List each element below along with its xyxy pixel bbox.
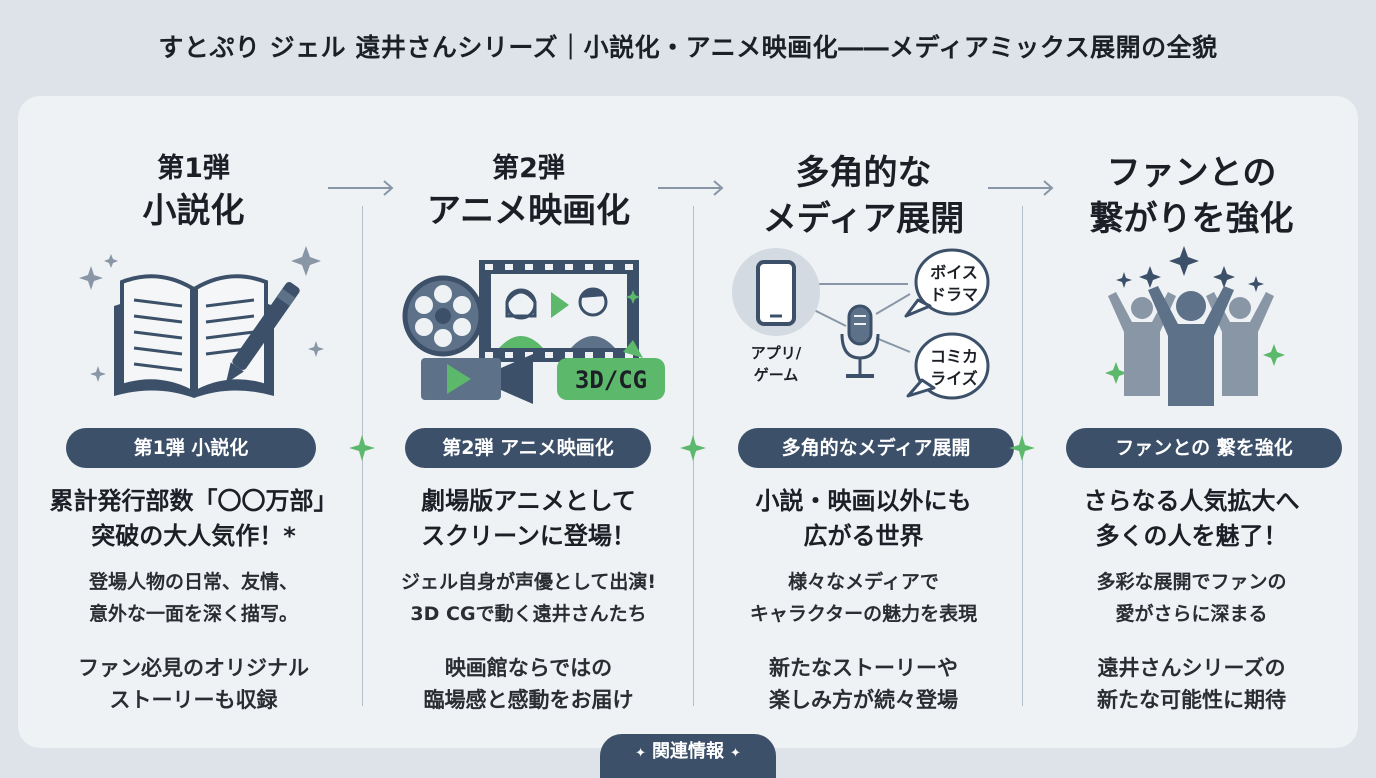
label-line-1: コミカ	[930, 347, 978, 366]
content-panel: 第1弾 小説化	[18, 96, 1358, 748]
voice-drama-label: ボイスドラマ	[930, 263, 978, 304]
column-headline: 累計発行部数「〇〇万部」突破の大人気作！*	[49, 487, 338, 550]
arrow-right-icon	[328, 180, 394, 196]
column-description: ジェル自身が声優として出演!3D CGで動く遠井さんたち	[400, 571, 657, 625]
play-icon	[447, 364, 471, 394]
related-info-tab[interactable]: ✦ 関連情報 ✦	[600, 734, 776, 778]
column-main-heading: 小説化	[142, 191, 245, 231]
column-main-heading: アニメ映画化	[426, 191, 631, 231]
column-headline: さらなる人気拡大へ多くの人を魅了！	[1083, 487, 1300, 550]
column-heading: 多角的な メディア展開	[696, 150, 1031, 242]
column-note: ファン必見のオリジナルストーリーも収録	[78, 656, 309, 712]
column-heading: ファンとの 繋がりを強化	[1024, 150, 1359, 242]
column-description: 様々なメディアでキャラクターの魅力を表現	[749, 571, 978, 625]
column-heading: 第2弾 アニメ映画化	[361, 150, 696, 234]
step-pill: 第1弾 小説化	[66, 428, 316, 468]
label-line-2: ライズ	[930, 369, 978, 388]
sparkle-icon	[349, 435, 375, 461]
film-reel-icon: 3D/CG	[402, 260, 665, 404]
sparkle-icon	[1009, 435, 1035, 461]
column-note: 遠井さんシリーズの新たな可能性に期待	[1097, 656, 1286, 712]
column-novel: 第1弾 小説化	[26, 96, 361, 748]
step-pill: 多角的なメディア展開	[738, 428, 1014, 468]
step-pill: ファンとの 繋を強化	[1066, 428, 1342, 468]
comicalize-label: コミカライズ	[930, 347, 978, 388]
media-network-icon: アプリ/ゲーム ボイスドラマ コミカライズ	[732, 248, 990, 400]
column-media-mix: 多角的な メディア展開 アプリ/ゲーム	[696, 96, 1031, 748]
pen-icon	[225, 282, 300, 384]
crowd-cheering-icon	[1105, 246, 1285, 406]
column-subheading: 第1弾	[157, 153, 230, 184]
column-headline: 小説・映画以外にも広がる世界	[755, 487, 972, 550]
cg-badge: 3D/CG	[575, 366, 647, 394]
column-main-heading: 多角的な	[795, 153, 932, 193]
film-strip-icon	[479, 260, 639, 362]
related-info-label: 関連情報	[652, 741, 724, 762]
column-headline: 劇場版アニメとしてスクリーンに登場！	[421, 487, 636, 550]
label-line-2: ドラマ	[930, 285, 978, 304]
app-game-label: アプリ/ゲーム	[751, 344, 802, 384]
column-main-heading: メディア展開	[762, 199, 965, 239]
column-main-heading: 繋がりを強化	[1089, 199, 1294, 239]
step-pill: 第2弾 アニメ映画化	[405, 428, 651, 468]
microphone-icon	[840, 304, 880, 378]
column-note: 映画館ならではの臨場感と感動をお届け	[423, 656, 634, 712]
column-heading: 第1弾 小説化	[26, 150, 361, 234]
column-anime-film: 第2弾 アニメ映画化	[361, 96, 696, 748]
sparkle-icon	[680, 435, 706, 461]
arrow-right-icon	[988, 180, 1054, 196]
sparkle-icon: ✦	[635, 746, 646, 761]
column-note: 新たなストーリーや楽しみ方が続々登場	[769, 656, 958, 712]
open-book-icon	[79, 246, 324, 398]
label-line-1: ボイス	[930, 263, 978, 282]
arrow-right-icon	[658, 180, 724, 196]
sparkle-icon: ✦	[730, 746, 741, 761]
column-fan-connection: ファンとの 繋がりを強化	[1024, 96, 1359, 748]
label-line-1: アプリ/	[751, 344, 802, 362]
page-title: すとぷり ジェル 遠井さんシリーズ｜小説化・アニメ映画化――メディアミックス展開…	[158, 33, 1218, 62]
column-description: 多彩な展開でファンの愛がさらに深まる	[1096, 571, 1287, 625]
smartphone-icon	[756, 260, 796, 326]
column-subheading: 第2弾	[492, 153, 565, 184]
speech-bubble-icon	[904, 248, 990, 400]
label-line-2: ゲーム	[754, 366, 799, 384]
column-main-heading: ファンとの	[1106, 153, 1277, 193]
column-description: 登場人物の日常、友情、意外な一面を深く描写。	[88, 571, 298, 625]
